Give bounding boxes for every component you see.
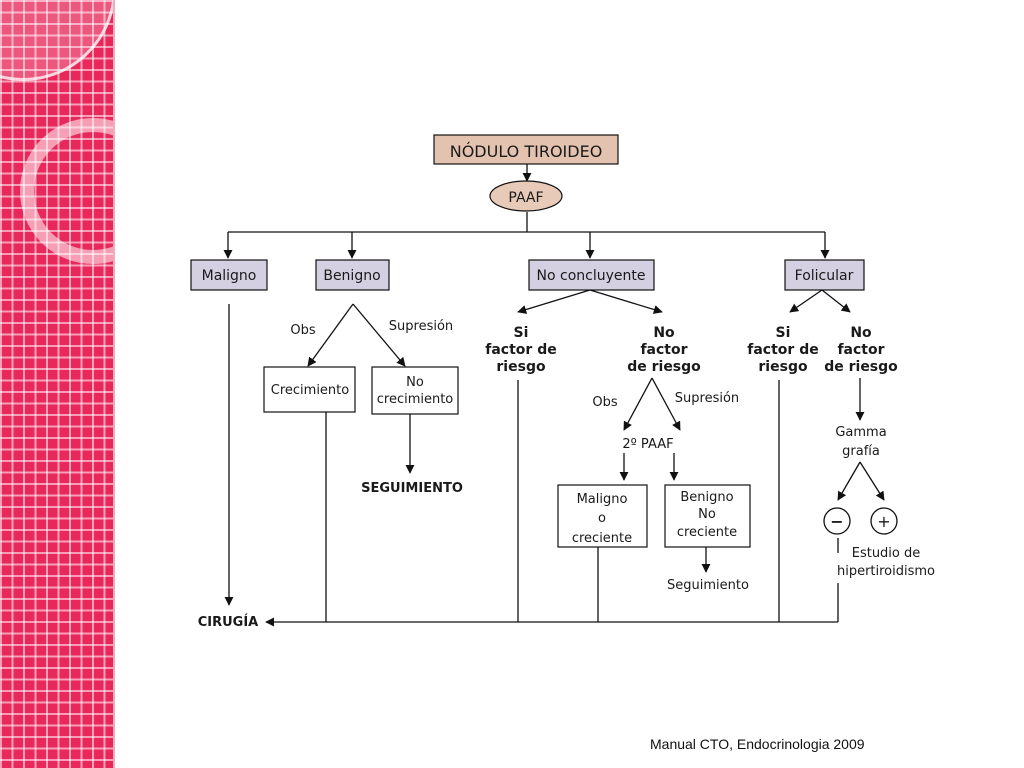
no-concluyente-box (528, 259, 655, 291)
si-factor-line: factor de (485, 342, 556, 358)
estudio-line: hipertiroidismo (837, 564, 935, 579)
benigno-no-creciente-box (664, 484, 751, 548)
benigno-label: Benigno (323, 268, 380, 284)
root-box (433, 134, 619, 165)
gammagrafia-line: grafía (842, 444, 880, 459)
maligno-creciente-line: creciente (572, 531, 632, 546)
paaf-ellipse (489, 180, 563, 212)
no-concluyente-label: No concluyente (537, 268, 646, 284)
si-factor-line: Si (514, 325, 529, 341)
benigno-no-creciente-line: No (698, 507, 716, 522)
gammagrafia-line: Gamma (835, 425, 886, 440)
folicular-no-line: No (850, 325, 872, 341)
folicular-si-line: Si (776, 325, 791, 341)
benigno-no-creciente-line: Benigno (680, 490, 733, 505)
supresion-2-label: Supresión (675, 391, 739, 406)
plus-label: + (877, 512, 890, 531)
connectors (223, 164, 885, 627)
folicular-si-line: riesgo (758, 359, 808, 375)
folicular-no-line: de riesgo (824, 359, 898, 375)
maligno-creciente-line: Maligno (577, 492, 628, 507)
benigno-no-creciente-line: creciente (677, 525, 737, 540)
cirugia-label: CIRUGÍA (198, 614, 259, 630)
root-label: NÓDULO TIROIDEO (450, 142, 603, 161)
maligno-label: Maligno (202, 268, 257, 284)
maligno-box (190, 259, 268, 291)
no-crecimiento-line: crecimiento (377, 392, 454, 407)
maligno-creciente-box (557, 484, 648, 548)
folicular-no-line: factor (837, 342, 884, 358)
decorative-sidebar (0, 0, 113, 768)
no-factor-line: No (653, 325, 675, 341)
folicular-box (784, 259, 865, 291)
folicular-si-line: factor de (747, 342, 818, 358)
no-crecimiento-box (371, 366, 459, 415)
minus-label: − (830, 512, 843, 531)
obs-2-label: Obs (592, 395, 617, 410)
maligno-creciente-line: o (598, 511, 606, 526)
benigno-box (315, 259, 390, 291)
crecimiento-label: Crecimiento (271, 383, 350, 398)
no-factor-line: de riesgo (627, 359, 701, 375)
seguimiento-upper-label: SEGUIMIENTO (361, 481, 463, 496)
no-crecimiento-line: No (406, 375, 424, 390)
plus-icon (870, 507, 898, 535)
source-caption: Manual CTO, Endocrinologia 2009 (650, 736, 865, 752)
supresion-label: Supresión (389, 319, 453, 334)
si-factor-line: riesgo (496, 359, 546, 375)
obs-label: Obs (290, 323, 315, 338)
sidebar-edge (113, 0, 115, 768)
paaf-label: PAAF (508, 190, 543, 206)
seguimiento-label: Seguimiento (667, 578, 749, 593)
folicular-label: Folicular (795, 268, 854, 284)
segundo-paaf-label: 2º PAAF (622, 437, 673, 452)
no-factor-line: factor (640, 342, 687, 358)
estudio-line: Estudio de (852, 546, 921, 561)
minus-icon (823, 507, 851, 535)
crecimiento-box (263, 366, 356, 413)
